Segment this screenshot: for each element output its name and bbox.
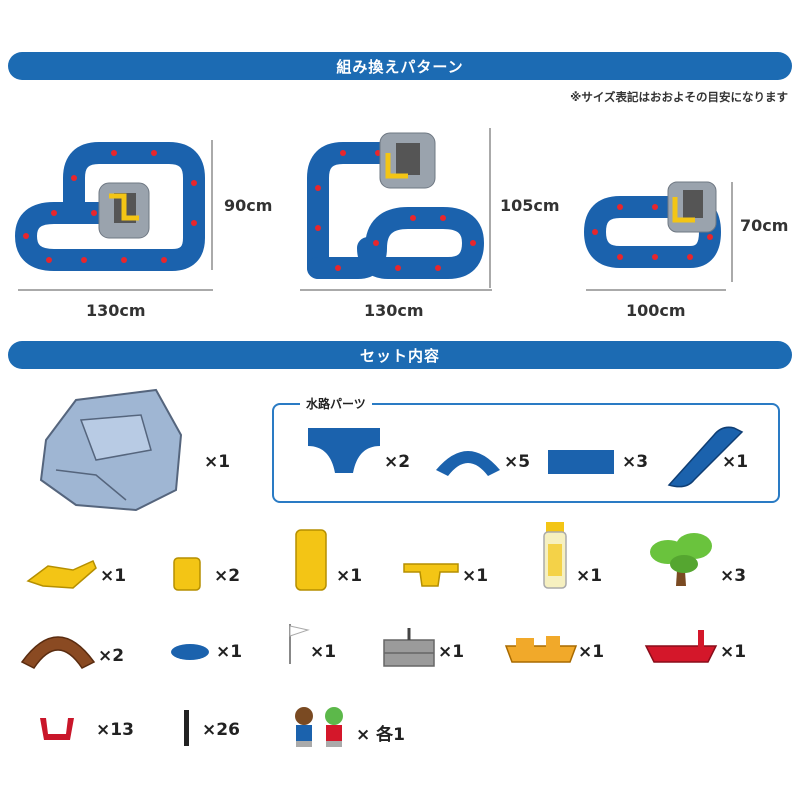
row2-item3-qty: ×1 — [310, 642, 337, 662]
row1-item5-qty: ×1 — [576, 566, 603, 586]
pattern-1-width: 130cm — [86, 301, 146, 320]
pattern-2-height-line — [489, 128, 491, 288]
rock-base-qty: ×1 — [204, 452, 231, 472]
water-part-2-qty: ×5 — [504, 452, 531, 472]
red-clip-icon — [40, 718, 74, 740]
pattern-1-width-line — [18, 289, 213, 291]
gray-gate-icon — [383, 628, 435, 667]
water-pump-icon — [543, 522, 567, 589]
figures-icon — [295, 707, 343, 747]
water-parts-title: 水路パーツ — [300, 395, 372, 412]
pattern-3-height: 70cm — [740, 216, 789, 235]
pattern-3-width-line — [586, 289, 726, 291]
row1-item3-qty: ×1 — [336, 566, 363, 586]
curved-u-part-icon — [308, 428, 380, 473]
straight-part-icon — [548, 450, 614, 474]
water-parts-group — [272, 403, 780, 503]
row2-item1-qty: ×2 — [98, 646, 125, 666]
row2-item4-qty: ×1 — [438, 642, 465, 662]
wooden-bridge-icon — [20, 636, 96, 669]
rock-base-icon — [39, 388, 183, 512]
row1-item1-qty: ×1 — [100, 566, 127, 586]
water-part-4-qty: ×1 — [722, 452, 749, 472]
water-part-3-qty: ×3 — [622, 452, 649, 472]
red-boat-icon — [644, 630, 718, 663]
pattern-1-height: 90cm — [224, 196, 273, 215]
pattern-3-width: 100cm — [626, 301, 686, 320]
row1-item6-qty: ×3 — [720, 566, 747, 586]
tree-icon — [650, 533, 712, 586]
row3-item3-qty: × 各1 — [356, 725, 405, 745]
patterns-banner: 組み換えパターン — [8, 52, 792, 80]
pattern-3-track — [584, 181, 721, 268]
black-pin-icon — [184, 710, 189, 746]
contents-banner: セット内容 — [8, 341, 792, 369]
blue-plate-icon — [171, 644, 209, 660]
pattern-2-width: 130cm — [364, 301, 424, 320]
yellow-gate-icon — [403, 563, 459, 587]
row1-item4-qty: ×1 — [462, 566, 489, 586]
pattern-2-height: 105cm — [500, 196, 560, 215]
pattern-3-height-line — [731, 182, 733, 282]
water-part-1-qty: ×2 — [384, 452, 411, 472]
row3-item1-qty: ×13 — [96, 720, 134, 740]
pattern-2-track — [307, 132, 484, 279]
yellow-boat-icon — [504, 636, 578, 663]
pattern-2-width-line — [300, 289, 492, 291]
row1-item2-qty: ×2 — [214, 566, 241, 586]
pattern-1-height-line — [211, 140, 213, 270]
yellow-ramp-icon — [26, 560, 97, 589]
yellow-tall-panel-icon — [295, 529, 327, 591]
slide-part-icon — [667, 426, 744, 488]
curve-part-icon — [436, 451, 500, 476]
row2-item2-qty: ×1 — [216, 642, 243, 662]
pattern-1-track — [15, 142, 205, 271]
flag-icon — [289, 624, 310, 664]
yellow-block-icon — [173, 557, 201, 591]
row3-item2-qty: ×26 — [202, 720, 240, 740]
size-note: ※サイズ表記はおおよその目安になります — [570, 90, 788, 104]
contents-title: セット内容 — [359, 346, 440, 365]
row2-item6-qty: ×1 — [720, 642, 747, 662]
patterns-title: 組み換えパターン — [336, 57, 464, 76]
row2-item5-qty: ×1 — [578, 642, 605, 662]
